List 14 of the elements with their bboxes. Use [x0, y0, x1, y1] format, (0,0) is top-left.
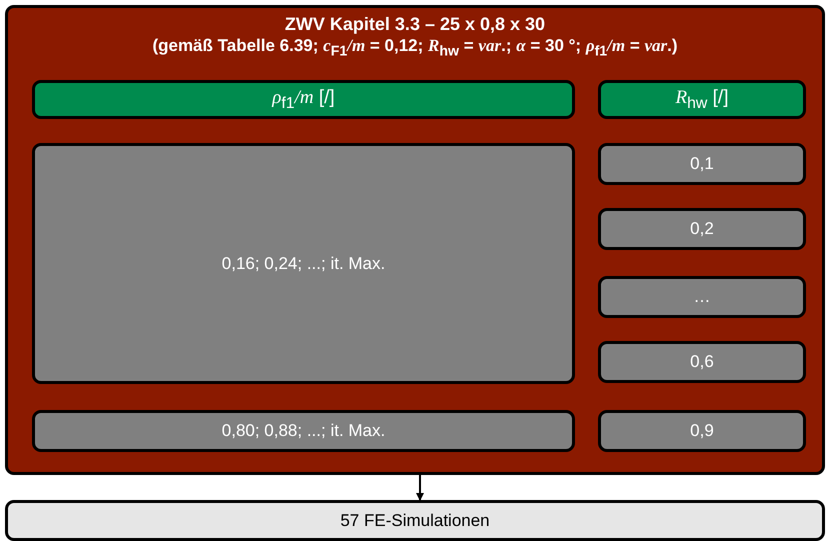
outer-panel [5, 5, 825, 475]
value-box: … [598, 276, 806, 318]
result-box: 57 FE-Simulationen [5, 500, 825, 541]
value-box: 0,9 [598, 410, 806, 452]
subtitle: (gemäß Tabelle 6.39; c$_{F1}$/m = 0,12; R$_{hw}$ = var.; α = 30 °; ρ$_{f1}$/m = var.) [151, 36, 679, 60]
header-box: ρ$_{f1}$/m [/] [32, 80, 575, 119]
value-box: 0,2 [598, 208, 806, 250]
value-box: 0,80; 0,88; ...; it. Max. [32, 410, 575, 452]
title: ZWV Kapitel 3.3 – 25 x 0,8 x 30 [284, 14, 546, 35]
value-box: 0,16; 0,24; ...; it. Max. [32, 143, 575, 384]
arrow [416, 475, 424, 501]
header-box: R$_{hw}$ [/] [598, 80, 806, 119]
value-box: 0,6 [598, 341, 806, 383]
value-box: 0,1 [598, 143, 806, 185]
